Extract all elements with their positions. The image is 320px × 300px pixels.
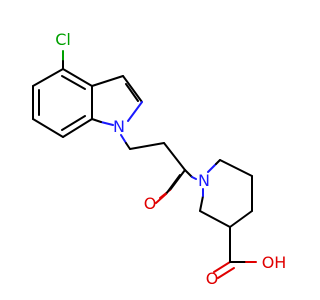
bond-benzene-6 bbox=[62, 68, 93, 87]
bond-linker-nitrogen bbox=[120, 134, 127, 144]
bond-piperidine-5 bbox=[199, 210, 231, 228]
bond-linker-1 bbox=[125, 142, 131, 150]
bond-piperidine-2 bbox=[219, 159, 253, 177]
bond-carbonyl-double-carbon bbox=[165, 174, 181, 195]
acid-oxygen-label: O bbox=[206, 269, 219, 288]
bond-benzene-4 bbox=[62, 118, 93, 138]
bond-benzene-1 bbox=[32, 68, 64, 87]
bond-acid-carbonyl-double-oxygen bbox=[217, 267, 235, 279]
acid-group-label: OH bbox=[262, 253, 287, 272]
bond-linker-2 bbox=[129, 142, 165, 150]
piperidine-nitrogen-label: N bbox=[198, 171, 210, 190]
molecule-canvas: Cl N N O O OH bbox=[32, 30, 287, 288]
bond-pyrrole-double bbox=[125, 83, 139, 102]
bond-pyrrole-1 bbox=[91, 75, 124, 87]
chlorine-label: Cl bbox=[55, 30, 71, 49]
bond-piperidine-4 bbox=[229, 210, 253, 228]
carbonyl-oxygen-label: O bbox=[144, 194, 157, 213]
bond-pyrrole-4-carbon bbox=[91, 118, 102, 123]
indole-nitrogen-label: N bbox=[113, 117, 125, 136]
bond-pyrrole-4-nitrogen bbox=[100, 121, 114, 126]
bond-benzene-double-3 bbox=[61, 75, 86, 90]
bond-benzene-3 bbox=[32, 118, 64, 138]
molecule-structure: Cl N N O O OH bbox=[32, 30, 287, 288]
bond-pyrrole-2 bbox=[122, 75, 143, 103]
bond-carbonyl-double-oxygen bbox=[155, 193, 167, 204]
bond-piperidine-nitrogen-1 bbox=[207, 163, 217, 173]
bond-acid-carbonyl-oxygen bbox=[213, 261, 231, 273]
bond-linker-3 bbox=[163, 142, 186, 171]
bond-amide-carbon bbox=[184, 169, 193, 178]
bond-pyrrole-3-nitrogen bbox=[127, 101, 143, 122]
bond-benzene-double-2 bbox=[61, 115, 86, 131]
bond-amide-nitrogen bbox=[191, 176, 197, 180]
bond-piperidine-6-carbon bbox=[199, 195, 204, 212]
